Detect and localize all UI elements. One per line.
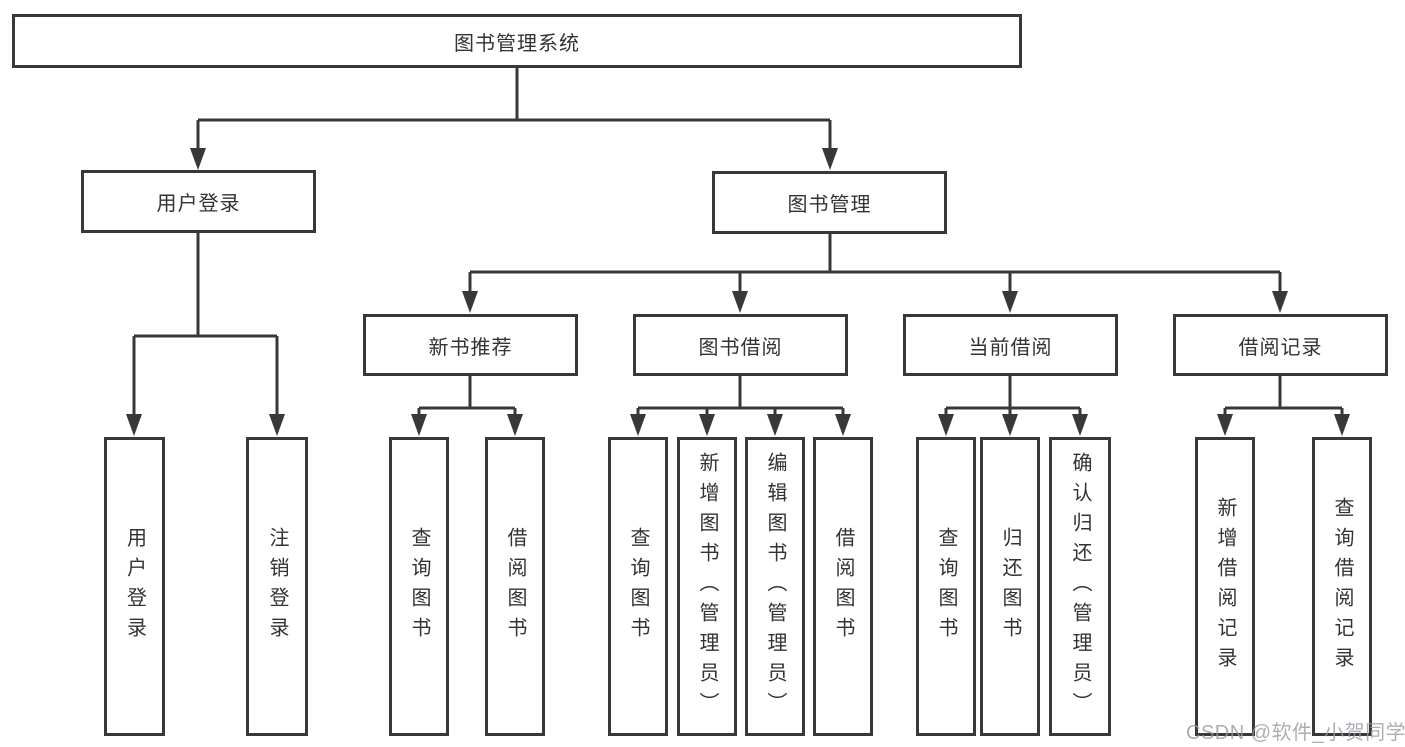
leaf-query-borrow-record-label: 查询借阅记录 [1331, 496, 1353, 677]
leaf-query-borrow-record: 查询借阅记录 [1312, 437, 1372, 736]
arrow-down-icon [630, 414, 646, 436]
arrow-down-icon [938, 414, 954, 436]
arrow-down-icon [1072, 414, 1088, 436]
node-user-login-label: 用户登录 [156, 193, 241, 215]
arrow-down-icon [507, 414, 523, 436]
node-book-borrowing: 图书借阅 [633, 314, 848, 376]
leaf-add-borrow-record: 新增借阅记录 [1195, 437, 1255, 736]
watermark: CSDN @软件_小贺同学 [1186, 722, 1405, 744]
node-borrowing-records: 借阅记录 [1173, 314, 1388, 376]
node-new-book-recommend: 新书推荐 [363, 314, 578, 376]
leaf-query-books-borrowing-label: 查询图书 [627, 526, 649, 647]
leaf-borrow-books-recommend: 借阅图书 [485, 437, 545, 736]
leaf-borrow-books-borrowing-label: 借阅图书 [832, 526, 854, 647]
leaf-return-books-label: 归还图书 [999, 526, 1021, 647]
arrow-down-icon [190, 148, 206, 170]
leaf-query-books-borrowing: 查询图书 [608, 437, 668, 736]
leaf-logout: 注销登录 [246, 437, 308, 736]
leaf-edit-book-admin: 编辑图书（管理员） [745, 437, 805, 736]
node-current-borrowing: 当前借阅 [903, 314, 1118, 376]
arrow-down-icon [732, 291, 748, 313]
connector-borrowing-to-leaves [636, 376, 845, 419]
connector-records-to-leaves [1223, 376, 1344, 419]
arrow-down-icon [411, 414, 427, 436]
arrow-down-icon [269, 414, 285, 436]
leaf-borrow-books-borrowing: 借阅图书 [813, 437, 873, 736]
arrow-down-icon [822, 148, 838, 170]
connector-login-to-leaves [132, 233, 279, 419]
arrow-down-icon [1334, 414, 1350, 436]
node-root-label: 图书管理系统 [454, 32, 580, 55]
leaf-confirm-return-admin-label: 确认归还（管理员） [1069, 451, 1091, 722]
leaf-query-books-current-label: 查询图书 [935, 526, 957, 647]
arrow-down-icon [699, 414, 715, 436]
connector-current-to-leaves [944, 376, 1082, 419]
leaf-add-book-admin: 新增图书（管理员） [677, 437, 737, 736]
leaf-borrow-books-recommend-label: 借阅图书 [504, 526, 526, 647]
connector-management-to-groups [468, 234, 1282, 296]
node-root: 图书管理系统 [12, 14, 1022, 68]
node-current-borrowing-label: 当前借阅 [968, 336, 1053, 359]
arrow-down-icon [462, 291, 478, 313]
connector-root-to-level2 [196, 68, 832, 153]
arrow-down-icon [1272, 291, 1288, 313]
connector-newbook-to-leaves [417, 376, 517, 419]
node-user-login: 用户登录 [81, 170, 316, 233]
leaf-query-books-recommend: 查询图书 [389, 437, 449, 736]
node-new-book-recommend-label: 新书推荐 [428, 336, 513, 359]
node-book-management-label: 图书管理 [787, 194, 872, 216]
arrow-down-icon [1217, 414, 1233, 436]
leaf-confirm-return-admin: 确认归还（管理员） [1049, 437, 1111, 736]
arrow-down-icon [767, 414, 783, 436]
leaf-user-login-label: 用户登录 [123, 526, 146, 647]
leaf-edit-book-admin-label: 编辑图书（管理员） [764, 451, 786, 722]
node-book-borrowing-label: 图书借阅 [698, 336, 783, 359]
leaf-add-borrow-record-label: 新增借阅记录 [1214, 496, 1236, 677]
node-book-management: 图书管理 [712, 171, 947, 234]
arrowheads [126, 148, 1350, 436]
leaf-query-books-current: 查询图书 [916, 437, 976, 736]
leaf-add-book-admin-label: 新增图书（管理员） [696, 451, 718, 722]
arrow-down-icon [835, 414, 851, 436]
leaf-query-books-recommend-label: 查询图书 [408, 526, 430, 647]
leaf-return-books: 归还图书 [980, 437, 1040, 736]
leaf-user-login: 用户登录 [104, 437, 165, 736]
arrow-down-icon [1002, 291, 1018, 313]
arrow-down-icon [1002, 414, 1018, 436]
leaf-logout-label: 注销登录 [266, 526, 288, 647]
arrow-down-icon [126, 414, 142, 436]
node-borrowing-records-label: 借阅记录 [1238, 336, 1323, 359]
